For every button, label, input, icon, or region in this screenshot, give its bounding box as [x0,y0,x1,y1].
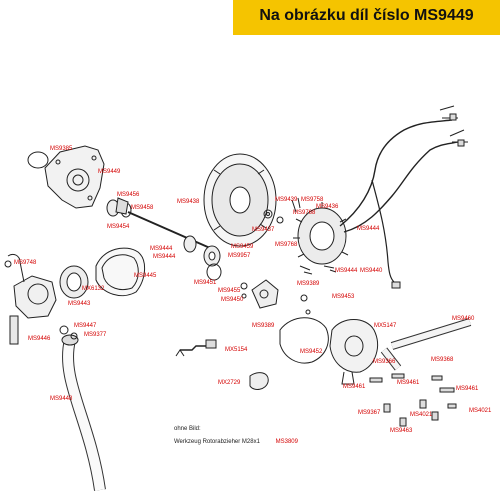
part-label: MS9957 [228,253,251,259]
part-label: MS9768 [275,242,298,248]
impeller [115,197,129,215]
part-label: MX6132 [82,286,105,292]
part-label: MS9463 [390,428,413,434]
part-label: MS9454 [107,224,130,230]
bearing [183,235,197,253]
pump-gasket [279,317,329,364]
part-label: MS4021 [410,412,433,418]
part-label: MS9456 [117,192,140,198]
wire-harness [339,119,453,227]
part-label: MS9448 [50,396,73,402]
part-label: MS9443 [68,301,91,307]
part-label: MS9366 [373,359,396,365]
part-label: MS9768 [293,210,316,216]
part-label: MS9446 [28,336,51,342]
temperature-sensor [180,345,210,351]
part-label: MS9447 [74,323,97,329]
thermostat-housing [13,275,57,319]
part-label: MS9444 [335,268,358,274]
pickup-sensor [251,279,279,309]
part-label: MS9459 [231,244,254,250]
part-number-banner: Na obrázku díl číslo MS9449 [233,0,500,35]
part-label: MS9461 [456,386,479,392]
part-label: MS9453 [332,294,355,300]
part-label: MX5154 [225,347,248,353]
part-label: MS9451 [194,280,217,286]
part-label: MS9758 [301,197,324,203]
part-label: MS9389 [252,323,275,329]
part-label: MS9368 [431,357,454,363]
part-label: MS9445 [134,273,157,279]
note-tool-part: MS3809 [275,439,298,445]
part-label: MS9460 [452,316,475,322]
stator [293,202,349,265]
part-label: MX2729 [218,380,241,386]
part-label: MS9440 [360,268,383,274]
part-label: MS9461 [343,384,366,390]
water-pump-cover [329,319,378,373]
part-label: MX5147 [374,323,397,329]
o-ring [27,151,49,169]
part-label: MS9377 [84,332,107,338]
part-label: MS9452 [300,349,323,355]
banner-title: Na obrázku díl číslo MS9449 [259,7,474,24]
part-label: MS9389 [297,281,320,287]
part-label: MS9367 [358,410,381,416]
part-label: MS9449 [98,169,121,175]
part-label: MS9385 [50,146,73,152]
part-label: MS9461 [397,380,420,386]
part-label: MS9444 [150,246,173,252]
part-label: MS9455 [218,288,241,294]
part-label: MS9450 [221,297,244,303]
part-label: MS9458 [131,205,154,211]
part-label: MS9444 [357,226,380,232]
part-label: MS9439 [275,197,298,203]
part-label: MS9437 [252,227,275,233]
part-label: MS4021 [469,408,492,414]
bolts [369,373,457,427]
note-tool-line: Werkzeug Rotorabzieher M28x1 MS3809 [174,439,298,446]
hose-clamp [249,372,269,390]
part-label: MS9444 [153,254,176,260]
note-tool-name: Werkzeug Rotorabzieher M28x1 [174,439,260,445]
note-heading: ohne Bild: [174,426,201,432]
part-label: MS9748 [14,260,37,266]
part-label: MS9436 [316,204,339,210]
part-label: MS9438 [177,199,200,205]
